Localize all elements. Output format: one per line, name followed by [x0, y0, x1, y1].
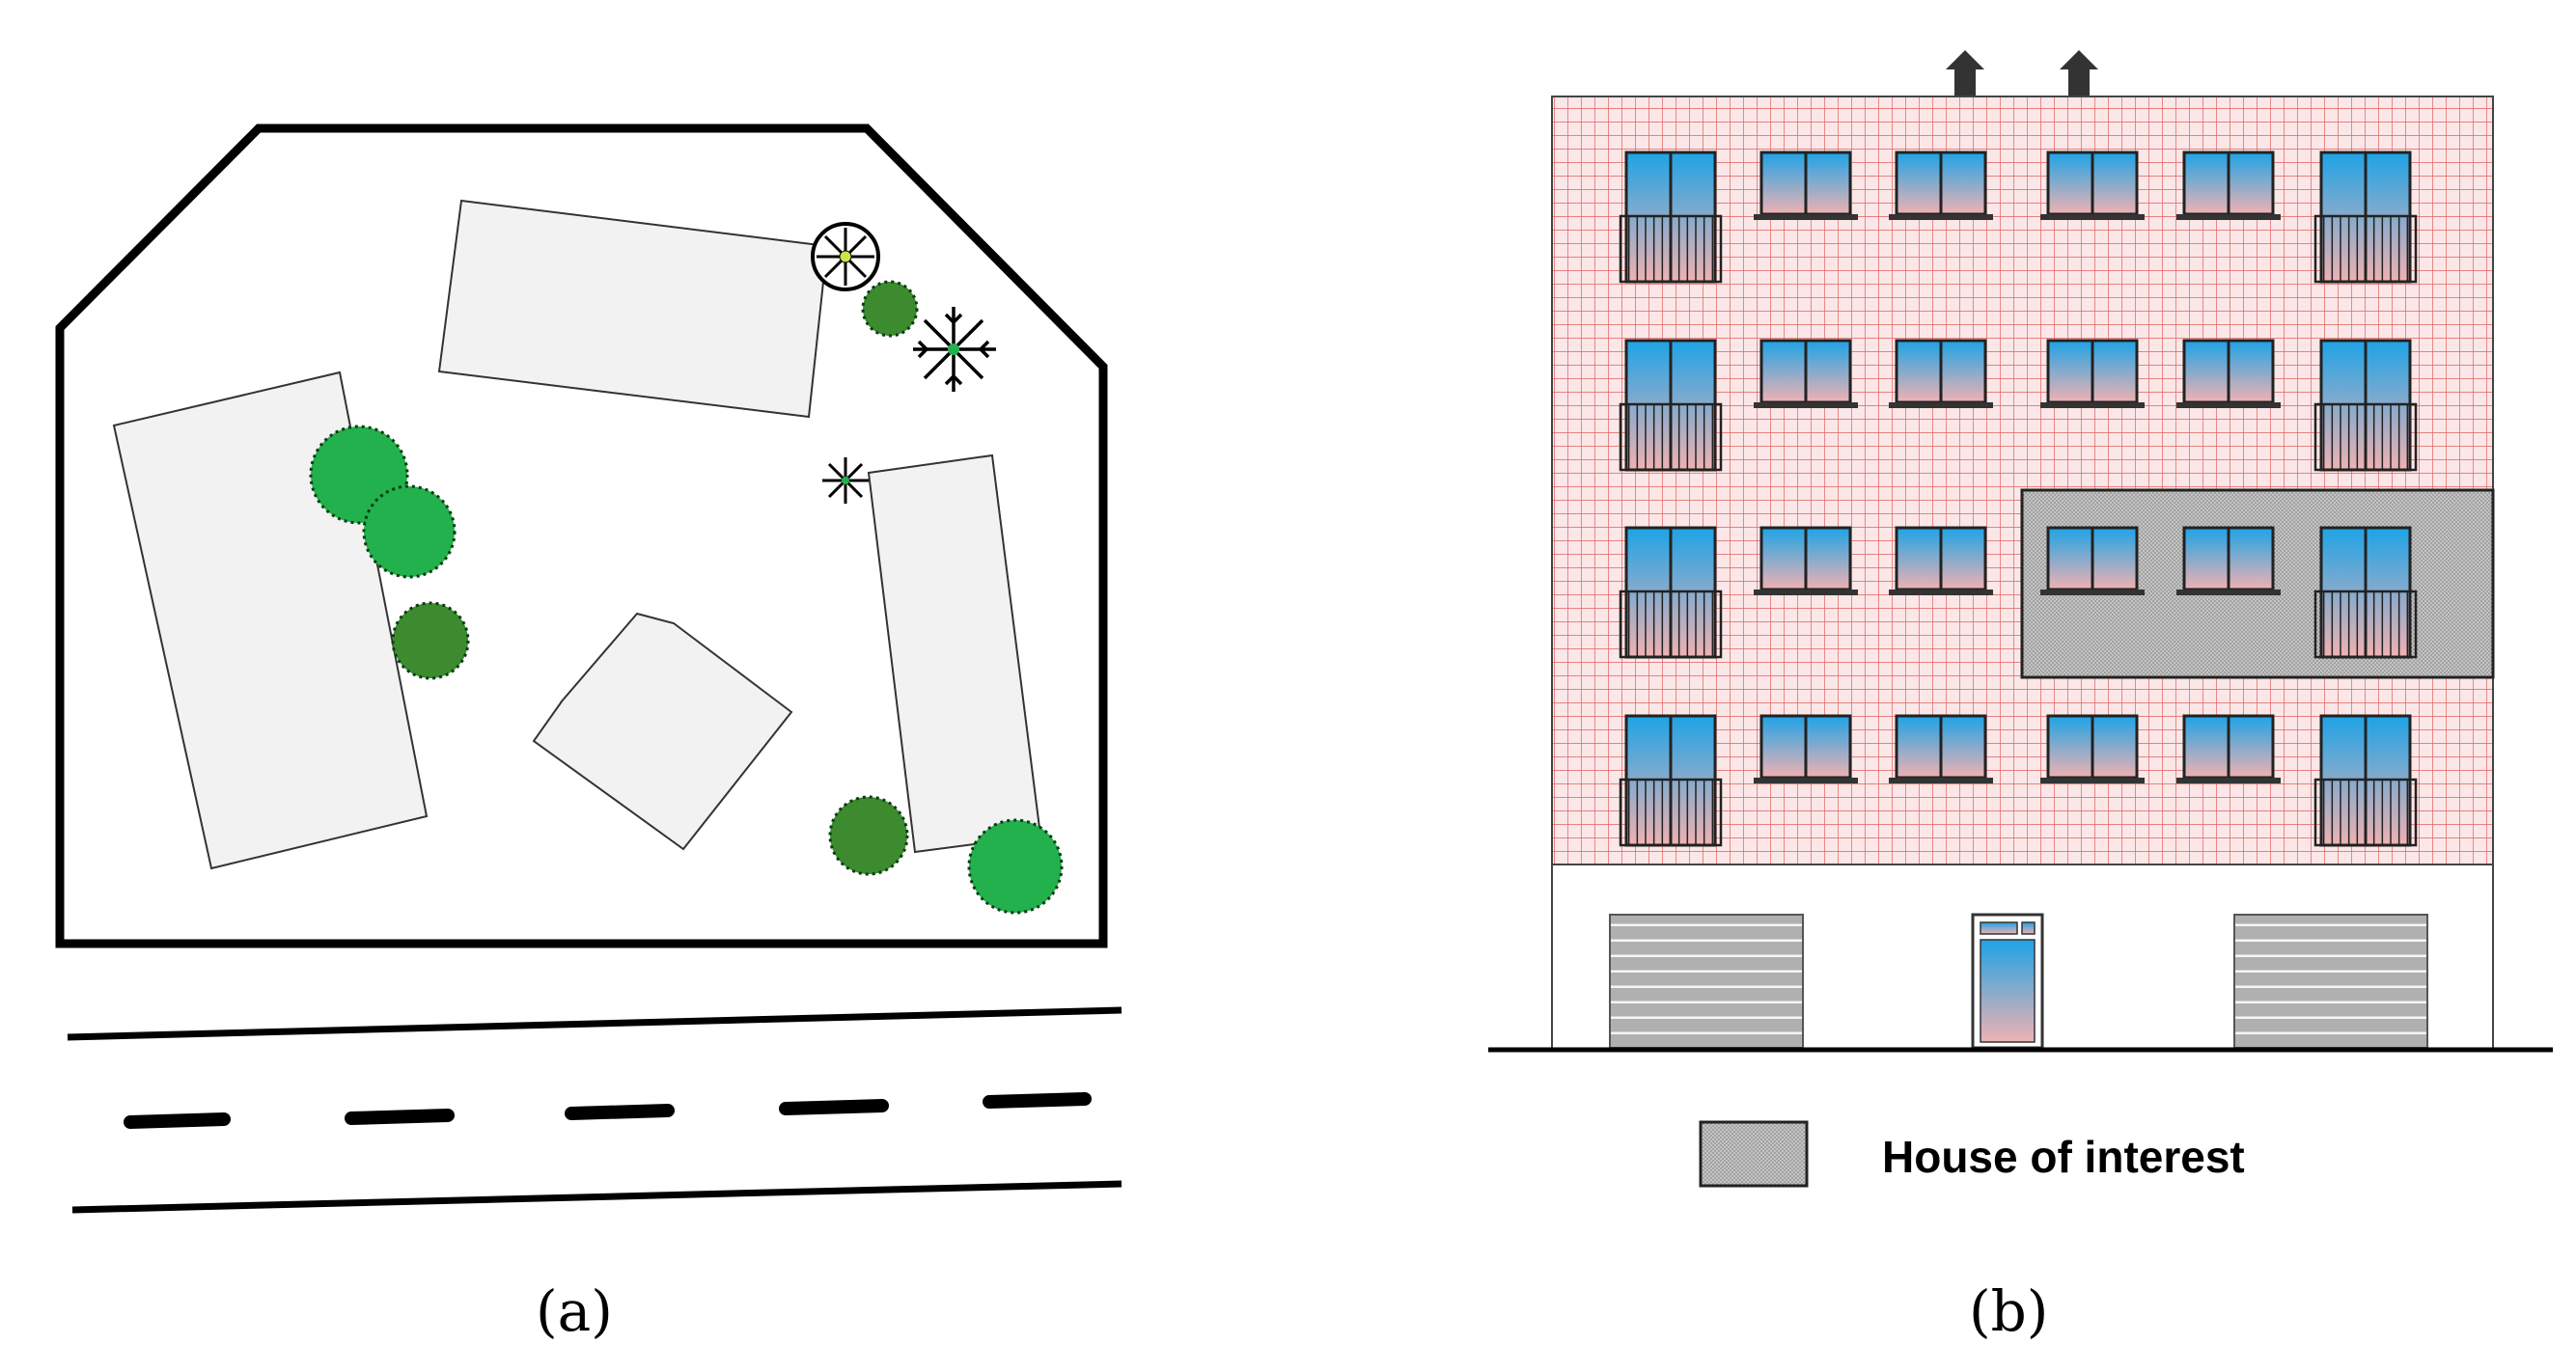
window	[2040, 339, 2145, 408]
window	[2176, 526, 2281, 595]
window	[1754, 526, 1858, 595]
window	[1889, 339, 1993, 408]
window	[2040, 714, 2145, 783]
tree-light-3	[967, 818, 1064, 915]
window	[1754, 714, 1858, 783]
window	[1889, 714, 1993, 783]
balcony-window	[2313, 151, 2418, 284]
shrub-small-icon	[822, 457, 869, 504]
window	[1889, 151, 1993, 220]
balcony-window	[2313, 339, 2418, 472]
balcony-window	[1619, 714, 1723, 847]
legend-label: House of interest	[1882, 1132, 2245, 1182]
window	[1754, 151, 1858, 220]
window	[2176, 151, 2281, 220]
road-edge-bottom	[71, 1180, 1122, 1214]
balcony-window	[2313, 714, 2418, 847]
road-edge-top	[67, 1006, 1122, 1041]
balcony-window	[1619, 526, 1723, 659]
window	[2040, 526, 2145, 595]
chimney-right-icon	[2060, 50, 2098, 98]
balcony-window	[2313, 526, 2418, 659]
balcony-window	[1619, 151, 1723, 284]
tree-dark-3	[828, 795, 909, 876]
tree-dark-2	[861, 280, 919, 338]
building-top	[437, 199, 829, 419]
shrub-flower-icon	[811, 222, 880, 291]
garage-shutter-right	[2233, 914, 2428, 1049]
caption-a: (a)	[536, 1278, 613, 1344]
panel-b-facade	[1488, 50, 2553, 1188]
shrub-snowflake-icon	[913, 307, 996, 392]
garage-shutter-left	[1609, 914, 1804, 1049]
entrance-door	[1971, 913, 2044, 1050]
window	[1889, 526, 1993, 595]
chimney-left-icon	[1946, 50, 1984, 98]
panel-a-site-plan	[55, 123, 1122, 1214]
tree-light-2	[362, 484, 457, 579]
window	[2176, 714, 2281, 783]
windows-group	[1619, 151, 2418, 847]
window	[1754, 339, 1858, 408]
window	[2040, 151, 2145, 220]
tree-dark-1	[391, 601, 470, 680]
balcony-window	[1619, 339, 1723, 472]
road-center-dashes	[124, 1092, 1092, 1129]
caption-b: (b)	[1969, 1278, 2049, 1344]
legend-swatch	[1699, 1120, 1809, 1188]
building-center	[532, 612, 793, 851]
window	[2176, 339, 2281, 408]
